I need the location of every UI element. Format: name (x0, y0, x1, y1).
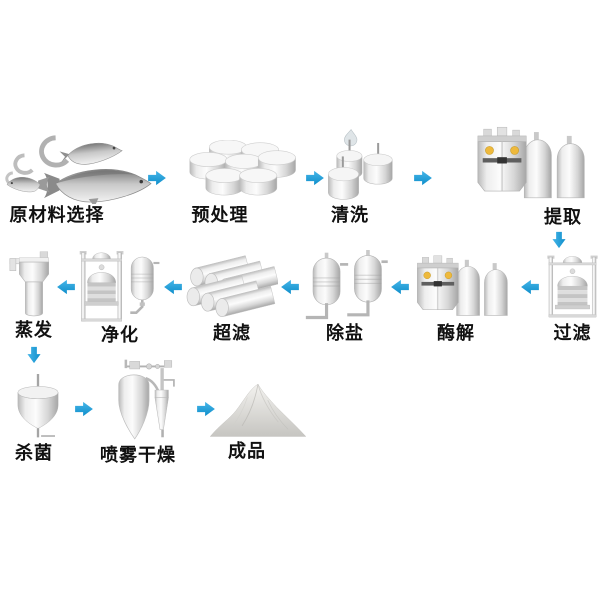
stage-washing: 清洗 (322, 124, 402, 227)
stage-enzymolysis: 酶解 (414, 250, 514, 345)
filter-press-icon (547, 255, 598, 318)
ion-exchange-columns-icon (305, 250, 388, 320)
stage-label: 杀菌 (15, 443, 53, 464)
flow-arrow-left-icon (390, 279, 410, 295)
stage-spray-drying: 喷雾干燥 (98, 358, 190, 467)
sterilizer-vessel-icon (17, 374, 59, 438)
filter-press-tank-icon (79, 251, 160, 322)
stage-label: 预处理 (191, 205, 249, 226)
wash-tanks-icon (328, 129, 393, 200)
stage-extraction: 提取 (474, 120, 592, 229)
flow-arrow-right-icon (196, 401, 216, 417)
stage-evaporation: 蒸发 (8, 250, 60, 342)
stage-pretreatment: 预处理 (176, 140, 304, 227)
disc-stack-icon (189, 140, 296, 196)
evaporator-vessel-icon (9, 251, 49, 317)
flow-arrow-right-icon (305, 170, 325, 186)
stage-ultrafiltration: 超滤 (186, 250, 278, 345)
stage-sterilization: 杀菌 (6, 374, 70, 465)
flow-arrow-left-icon (520, 279, 540, 295)
stage-label: 原材料选择 (9, 205, 105, 226)
stage-desalination: 除盐 (302, 250, 388, 345)
flow-arrow-right-icon (74, 401, 94, 417)
stage-label: 除盐 (326, 323, 364, 344)
flow-arrow-down-icon (26, 346, 42, 364)
powder-pile-icon (209, 383, 307, 437)
flow-arrow-left-icon (163, 279, 183, 295)
stage-raw-material-selection: 原材料选择 (2, 132, 154, 227)
flow-arrow-right-icon (147, 170, 167, 186)
stage-label: 过滤 (553, 323, 592, 344)
stage-label: 净化 (101, 325, 139, 346)
flow-arrow-left-icon (56, 279, 76, 295)
stage-label: 清洗 (331, 205, 369, 226)
stage-label: 提取 (544, 207, 582, 228)
stage-label: 酶解 (437, 323, 475, 344)
flow-arrow-right-icon (413, 170, 433, 186)
mixing-tanks-icon (477, 126, 585, 199)
fish-school-icon (5, 135, 152, 204)
stage-purification: 净化 (78, 250, 162, 347)
stage-filtration: 过滤 (545, 252, 600, 345)
flow-arrow-down-icon (551, 231, 567, 249)
stage-label: 超滤 (213, 323, 251, 344)
stage-label: 蒸发 (15, 320, 53, 341)
spray-dryer-icon (118, 359, 175, 440)
membrane-tube-bundle-icon (186, 255, 278, 317)
stage-label: 成品 (228, 441, 266, 462)
flow-arrow-left-icon (280, 279, 300, 295)
stage-finished-product: 成品 (206, 378, 310, 463)
mixing-tanks-icon (417, 255, 508, 316)
stage-label: 喷雾干燥 (100, 445, 176, 466)
